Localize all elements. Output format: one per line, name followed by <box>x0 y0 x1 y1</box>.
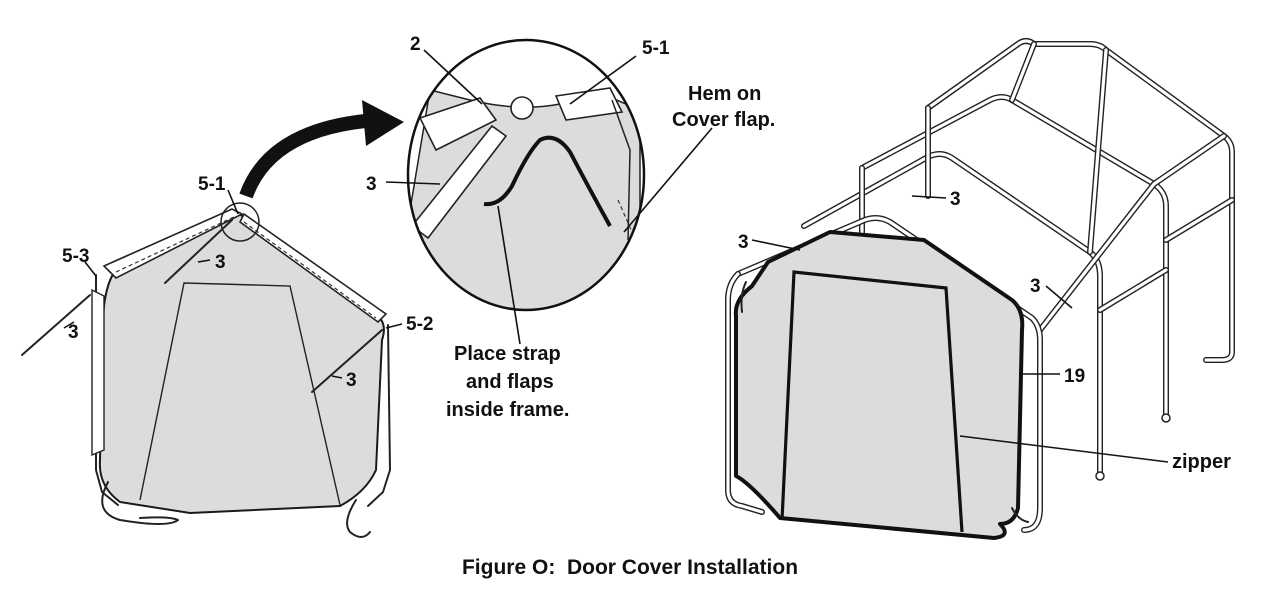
detail-view: 2 5-1 3 Hem on Cover flap. Place strap a… <box>366 34 775 421</box>
detail-strap <box>483 135 612 227</box>
leader-pole-left <box>63 321 75 329</box>
detail-connector <box>510 96 534 120</box>
leader-zipper <box>959 435 1169 463</box>
leader-5-1-left <box>227 189 239 215</box>
detail-arrow-head <box>362 100 404 146</box>
hem-note-line-2: Cover flap. <box>672 109 775 131</box>
leader-rail-left <box>751 239 801 251</box>
left-top-flap <box>102 208 244 279</box>
left-side-flap <box>91 288 105 457</box>
leader-strap-note <box>497 205 521 345</box>
pole-left <box>21 294 91 356</box>
label-zipper: zipper <box>1172 451 1231 473</box>
label-5-1-left: 5-1 <box>198 174 226 195</box>
label-rail-left: 3 <box>738 232 749 253</box>
detail-right-bracket <box>554 87 624 121</box>
right-door-panel <box>780 270 964 533</box>
leader-pole-detail <box>385 181 441 185</box>
detail-ellipse <box>406 38 646 312</box>
label-pole-left: 3 <box>68 322 79 343</box>
cover-corner-br <box>1011 507 1029 523</box>
leader-5-1-detail <box>569 55 637 105</box>
left-flap-hem <box>115 215 237 273</box>
label-rail-right: 3 <box>1030 276 1041 297</box>
leader-rail-right <box>1045 285 1073 309</box>
leader-hem <box>623 127 713 233</box>
strap-note-line-3: inside frame. <box>446 399 569 421</box>
strap-note-line-1: Place strap <box>454 343 561 365</box>
label-5-3: 5-3 <box>62 246 89 267</box>
left-door-opening <box>139 282 341 506</box>
right-flap-hem <box>243 221 377 319</box>
detail-flap-edge <box>611 99 631 241</box>
detail-hem-dash <box>617 199 633 233</box>
leader-5-3 <box>84 261 97 277</box>
label-5-1-detail: 5-1 <box>642 38 670 59</box>
detail-arrow <box>239 113 377 199</box>
label-rail-mid: 3 <box>950 189 961 210</box>
detail-pole <box>410 124 508 240</box>
right-top-flap <box>238 212 388 324</box>
right-rope <box>346 499 371 538</box>
pole-right <box>311 329 383 393</box>
leader-pole-top <box>197 259 211 263</box>
right-frame-tubes <box>725 38 1235 533</box>
hem-note-line-1: Hem on <box>688 83 761 105</box>
left-door-cover-view: 5-1 5-3 5-2 3 3 3 <box>21 100 433 538</box>
label-strap: 2 <box>410 34 421 55</box>
strap-note-line-2: and flaps <box>466 371 554 393</box>
label-cover-19: 19 <box>1064 366 1085 387</box>
left-rope <box>101 481 179 525</box>
leader-rail-mid <box>911 195 947 199</box>
leader-pole-right <box>331 375 343 379</box>
leader-5-2 <box>385 323 403 329</box>
label-pole-right: 3 <box>346 370 357 391</box>
right-shelter-view: 3 3 3 19 zipper <box>725 38 1235 540</box>
right-door-cover <box>733 230 1025 540</box>
label-5-2: 5-2 <box>406 314 433 335</box>
figure-caption: Figure O: Door Cover Installation <box>462 556 798 579</box>
label-pole-detail: 3 <box>366 174 377 195</box>
detail-left-bracket <box>418 97 498 152</box>
peak-detail-circle <box>220 202 260 242</box>
left-frame-right-leg <box>367 324 391 507</box>
cover-corner-tl <box>740 281 747 313</box>
label-pole-top: 3 <box>215 252 226 273</box>
pole-top <box>164 219 233 284</box>
leader-strap <box>423 49 483 105</box>
